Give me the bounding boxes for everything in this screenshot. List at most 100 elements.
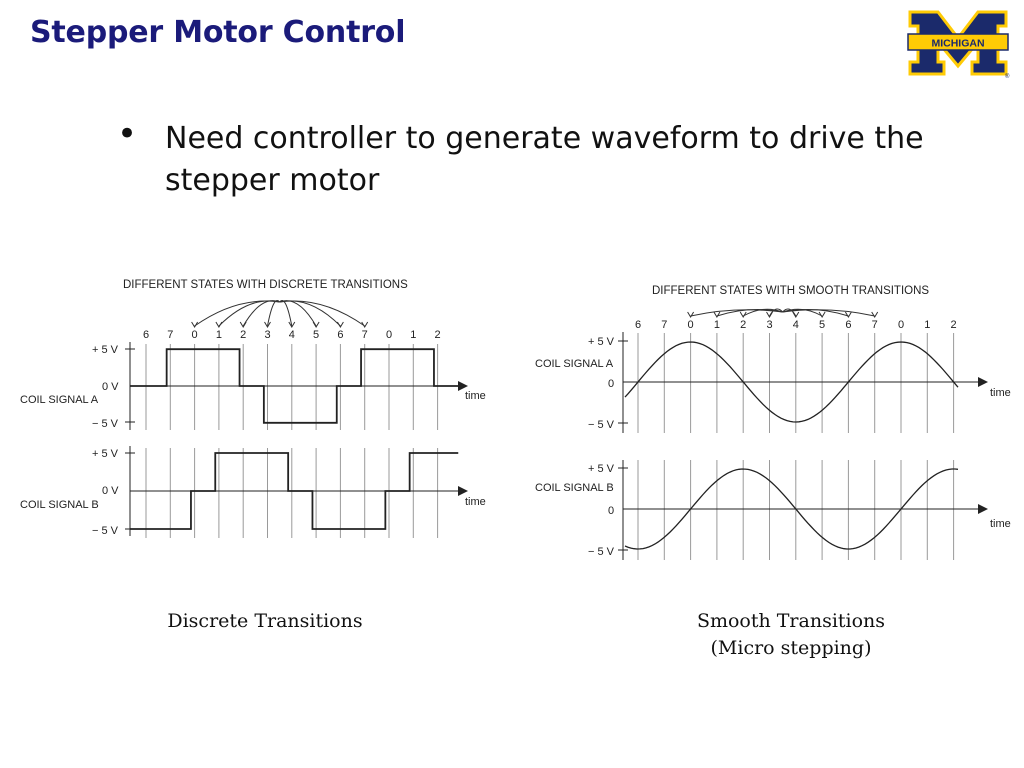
state-label-2: 0 <box>688 319 694 331</box>
discrete-caption-text: Discrete Transitions <box>167 610 363 632</box>
smooth-a-zero-label: 0 <box>608 378 614 390</box>
state-label-6: 4 <box>793 319 799 331</box>
discrete-b-bottom-label: − 5 V <box>92 525 119 537</box>
arc-arrow-icon <box>239 321 247 328</box>
state-label-8: 6 <box>337 329 343 341</box>
smooth-caption-line1: Smooth Transitions <box>696 610 886 632</box>
smooth-b-time-label: time <box>990 518 1011 530</box>
arc-arrow-icon <box>336 321 344 328</box>
arc-arrow-icon <box>844 311 852 318</box>
arc-arrow-icon <box>264 321 271 328</box>
smooth-a-bottom-label: − 5 V <box>588 419 615 431</box>
state-label-5: 3 <box>766 319 772 331</box>
arc-arrow-icon <box>792 311 800 318</box>
state-label-10: 0 <box>386 329 392 341</box>
state-label-5: 3 <box>264 329 270 341</box>
logo-text: MICHIGAN <box>931 38 984 50</box>
discrete-state-arcs <box>191 300 369 328</box>
michigan-logo: MICHIGAN ® <box>907 10 1010 80</box>
discrete-a-time-label: time <box>465 390 486 402</box>
smooth-b-waveform <box>624 468 959 550</box>
state-label-0: 6 <box>143 329 149 341</box>
state-label-11: 1 <box>924 319 930 331</box>
smooth-b-top-label: + 5 V <box>588 463 615 475</box>
smooth-caption: Smooth Transitions (Micro stepping) <box>660 608 922 662</box>
arc-arrow-icon <box>739 311 747 318</box>
discrete-b-arrow-icon <box>458 486 468 496</box>
state-arc <box>267 300 281 327</box>
state-arc <box>242 300 280 327</box>
state-arc <box>716 309 783 317</box>
state-label-9: 7 <box>362 329 368 341</box>
state-label-2: 0 <box>192 329 198 341</box>
smooth-b-bottom-label: − 5 V <box>588 546 615 558</box>
discrete-b-time-label: time <box>465 496 486 508</box>
state-arc <box>194 300 280 327</box>
arc-arrow-icon <box>288 321 296 328</box>
smooth-a-waveform <box>624 341 959 423</box>
discrete-a-zero-label: 0 V <box>102 381 119 393</box>
smooth-header: DIFFERENT STATES WITH SMOOTH TRANSITIONS <box>652 285 929 297</box>
state-label-4: 2 <box>740 319 746 331</box>
smooth-transitions-diagram: DIFFERENT STATES WITH SMOOTH TRANSITIONS… <box>535 285 1011 560</box>
smooth-b-arrow-icon <box>978 504 988 514</box>
state-label-11: 1 <box>410 329 416 341</box>
smooth-b-zero-label: 0 <box>608 505 614 517</box>
smooth-a-top-label: + 5 V <box>588 336 615 348</box>
discrete-caption: Discrete Transitions <box>150 608 380 635</box>
state-arc <box>782 309 875 317</box>
arc-arrow-icon <box>361 321 369 328</box>
state-label-1: 7 <box>661 319 667 331</box>
state-arc <box>742 308 783 317</box>
state-label-6: 4 <box>289 329 295 341</box>
discrete-b-waveform <box>130 452 459 530</box>
smooth-a-label: COIL SIGNAL A <box>535 358 614 370</box>
arc-arrow-icon <box>687 311 695 318</box>
arc-arrow-icon <box>215 321 223 328</box>
state-label-12: 2 <box>951 319 957 331</box>
state-label-10: 0 <box>898 319 904 331</box>
state-arc <box>279 300 365 327</box>
discrete-b-top-label: + 5 V <box>92 448 119 460</box>
slide-title: Stepper Motor Control <box>30 15 406 50</box>
state-label-1: 7 <box>167 329 173 341</box>
state-label-7: 5 <box>313 329 319 341</box>
discrete-header: DIFFERENT STATES WITH DISCRETE TRANSITIO… <box>123 279 408 291</box>
arc-arrow-icon <box>713 311 721 318</box>
state-label-3: 1 <box>714 319 720 331</box>
discrete-b-zero-label: 0 V <box>102 485 119 497</box>
discrete-a-label: COIL SIGNAL A <box>20 394 99 406</box>
logo-banner <box>907 33 1009 51</box>
smooth-caption-line2: (Micro stepping) <box>710 637 872 659</box>
arc-arrow-icon <box>766 311 773 318</box>
state-label-7: 5 <box>819 319 825 331</box>
discrete-b-label: COIL SIGNAL B <box>20 499 99 511</box>
state-arc <box>279 300 293 327</box>
discrete-a-waveform <box>130 348 459 424</box>
arc-arrow-icon <box>871 311 879 318</box>
discrete-grid <box>145 344 439 538</box>
arc-arrow-icon <box>191 321 199 328</box>
discrete-a-top-label: + 5 V <box>92 344 119 356</box>
state-label-12: 2 <box>435 329 441 341</box>
discrete-transitions-diagram: DIFFERENT STATES WITH DISCRETE TRANSITIO… <box>20 279 486 538</box>
state-label-3: 1 <box>216 329 222 341</box>
state-label-4: 2 <box>240 329 246 341</box>
state-label-0: 6 <box>635 319 641 331</box>
state-label-9: 7 <box>872 319 878 331</box>
bullet-text: Need controller to generate waveform to … <box>165 121 924 198</box>
smooth-a-time-label: time <box>990 387 1011 399</box>
arc-arrow-icon <box>818 311 826 318</box>
discrete-state-labels: 6 7 0 1 2 3 4 5 6 7 0 1 2 <box>143 329 441 341</box>
arc-arrow-icon <box>312 321 320 328</box>
smooth-grid <box>637 333 955 560</box>
registered-mark: ® <box>1005 73 1010 80</box>
smooth-b-label: COIL SIGNAL B <box>535 482 614 494</box>
discrete-a-bottom-label: − 5 V <box>92 418 119 430</box>
discrete-a-arrow-icon <box>458 381 468 391</box>
bullet-icon: • <box>117 114 138 154</box>
state-label-8: 6 <box>845 319 851 331</box>
smooth-state-arcs <box>687 308 879 318</box>
smooth-state-labels: 6 7 0 1 2 3 4 5 6 7 0 1 2 <box>635 319 957 331</box>
smooth-a-arrow-icon <box>978 377 988 387</box>
